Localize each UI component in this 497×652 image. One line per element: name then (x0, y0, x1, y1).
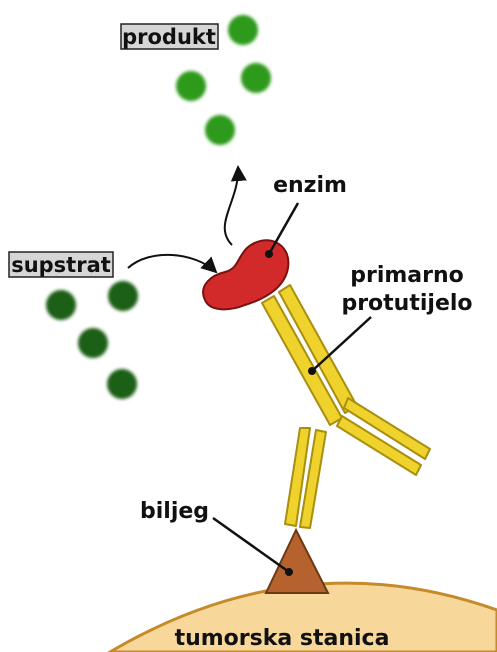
substrate-molecule (107, 369, 137, 399)
substrate-arrow (128, 255, 216, 272)
product-label: produkt (122, 25, 216, 49)
primary-antibody (262, 285, 430, 528)
product-molecule (241, 63, 271, 93)
marker-pointer-line (213, 518, 289, 572)
enzyme-label: enzim (273, 173, 347, 198)
substrate-group: supstrat (9, 252, 216, 399)
product-molecule (205, 115, 235, 145)
enzyme-pointer-line (269, 203, 298, 254)
product-arrow (225, 167, 238, 245)
antibody-label-line1: primarno (350, 263, 464, 288)
product-molecule (228, 15, 258, 45)
marker: biljeg (140, 499, 328, 593)
antibody-label-line2: protutijelo (341, 291, 472, 316)
antibody-pointer-dot (308, 367, 316, 375)
substrate-label: supstrat (11, 253, 111, 277)
enzyme: enzim (203, 173, 347, 309)
substrate-molecule (78, 328, 108, 358)
product-molecule (176, 71, 206, 101)
substrate-molecule (46, 290, 76, 320)
product-group: produkt (121, 15, 271, 245)
substrate-molecule (108, 281, 138, 311)
tumor-cell-label: tumorska stanica (175, 626, 390, 651)
marker-label: biljeg (140, 499, 209, 524)
